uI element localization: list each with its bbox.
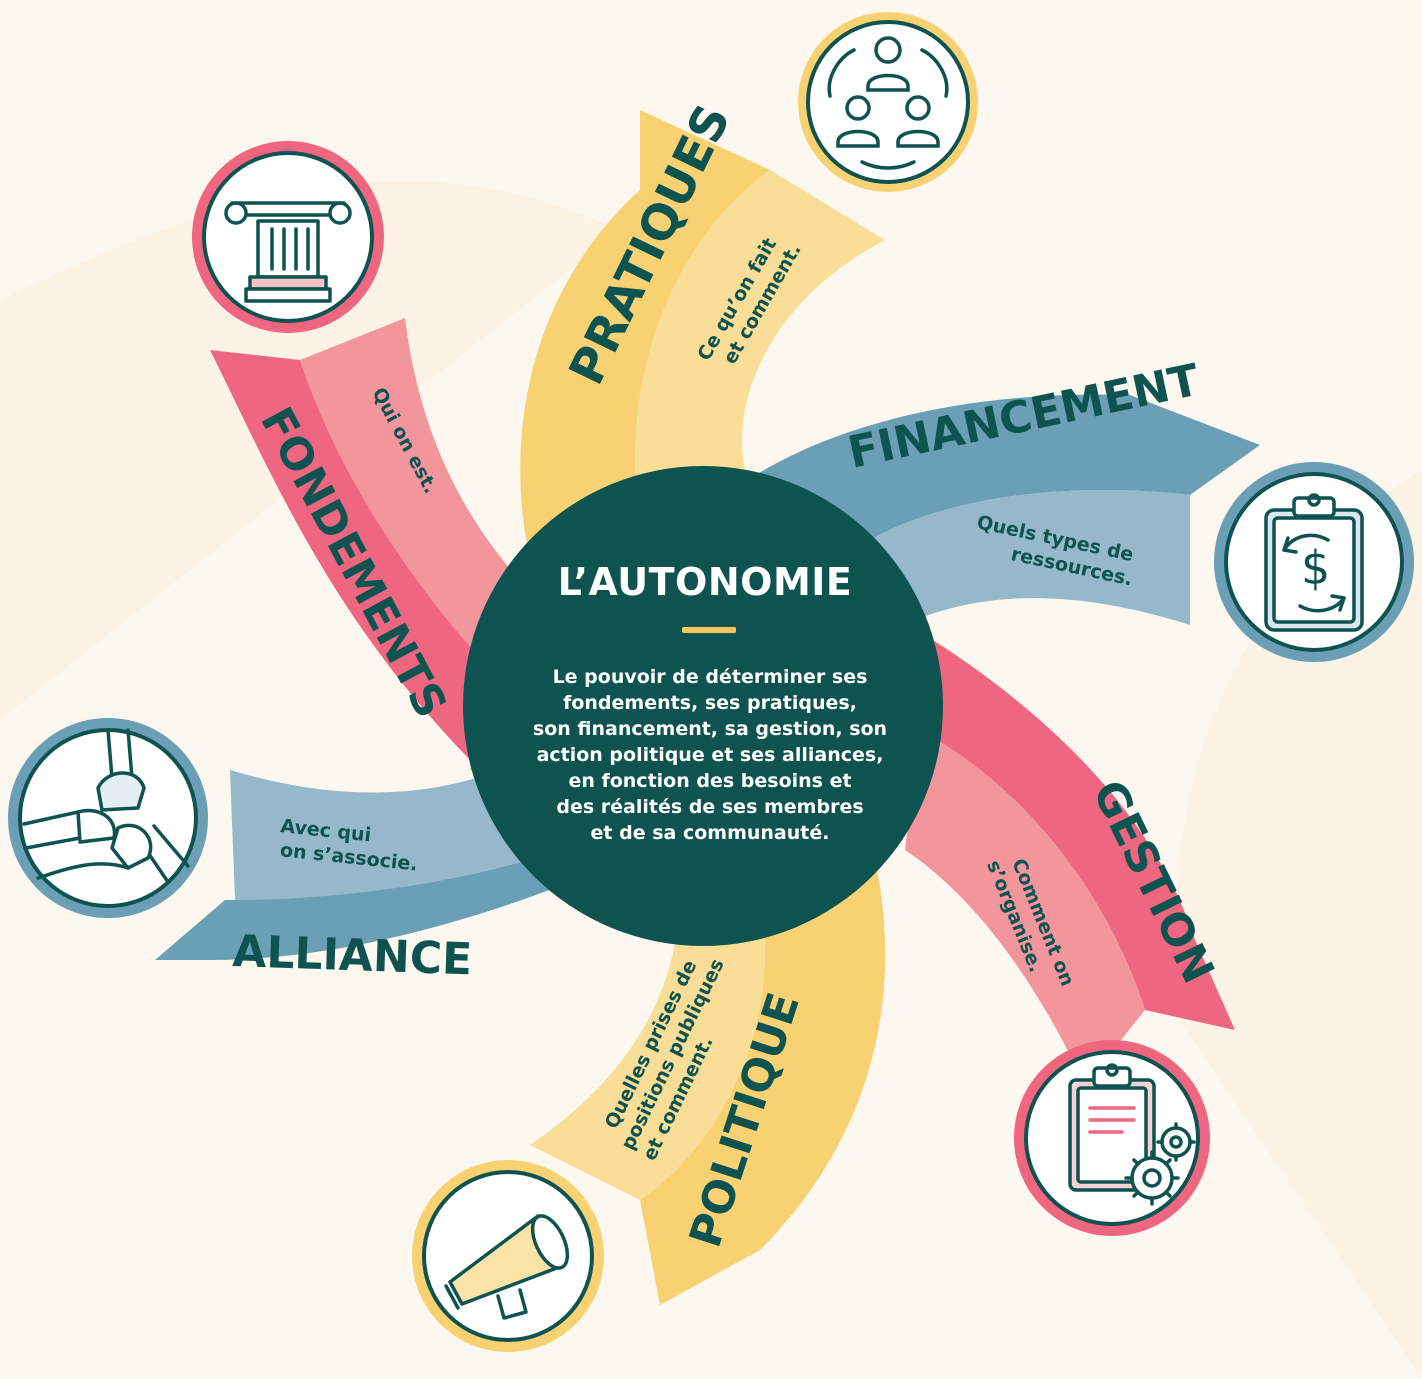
column-pillar-icon	[224, 201, 352, 303]
arm-financement-band-inner	[870, 490, 1190, 625]
arm-financement-band-outer	[720, 394, 1260, 540]
arm-politique	[530, 860, 886, 1305]
center-description-line: Le pouvoir de déterminer ses	[552, 666, 868, 688]
arm-politique-band-outer	[640, 860, 886, 1305]
center-description-line: fondements, ses pratiques,	[563, 692, 857, 714]
center-description-line: son financement, sa gestion, son	[532, 718, 888, 740]
arm-pratiques-band-inner	[635, 170, 885, 520]
arm-pratiques-band-outer	[520, 110, 770, 560]
center-circle	[463, 466, 943, 946]
center-title-underline	[682, 627, 736, 633]
clipboard-gears-icon	[1068, 1063, 1196, 1206]
arm-alliance-band-inner	[230, 770, 560, 900]
arm-gestion-band-inner	[905, 730, 1145, 1085]
badge-gestion	[1014, 1040, 1210, 1236]
background-wave	[1175, 470, 1422, 1379]
center-description-line: action politique et ses alliances,	[536, 744, 884, 766]
badge-politique	[412, 1160, 604, 1352]
arm-gestion	[900, 620, 1235, 1085]
arm-gestion-band-outer	[900, 620, 1235, 1030]
arm-pratiques	[520, 110, 885, 560]
megaphone-icon	[444, 1214, 570, 1320]
arm-alliance	[155, 770, 600, 960]
center-description: Le pouvoir de déterminer ses fondements,…	[495, 664, 925, 846]
arm-alliance-band-outer	[155, 850, 600, 960]
clipboard-dollar-icon: $	[1264, 493, 1364, 632]
joined-hands-icon	[22, 728, 190, 884]
svg-text:$: $	[1301, 541, 1330, 595]
badge-financement: $	[1214, 462, 1414, 662]
arm-title-alliance: ALLIANCE	[232, 926, 473, 985]
badge-alliance	[8, 718, 208, 918]
arm-politique-band-inner	[530, 890, 765, 1200]
badge-face	[806, 20, 970, 184]
center-description-line: des réalités de ses membres	[556, 796, 864, 818]
arm-financement	[720, 394, 1260, 625]
badge-fondements	[192, 141, 384, 333]
center-description-line: et de sa communauté.	[590, 822, 830, 844]
center-title: L’AUTONOMIE	[557, 560, 853, 604]
badge-pratiques	[798, 12, 978, 192]
center-description-line: en fonction des besoins et	[568, 770, 852, 792]
team-people-icon	[827, 36, 949, 170]
arm-fondements-band-outer	[210, 350, 520, 770]
